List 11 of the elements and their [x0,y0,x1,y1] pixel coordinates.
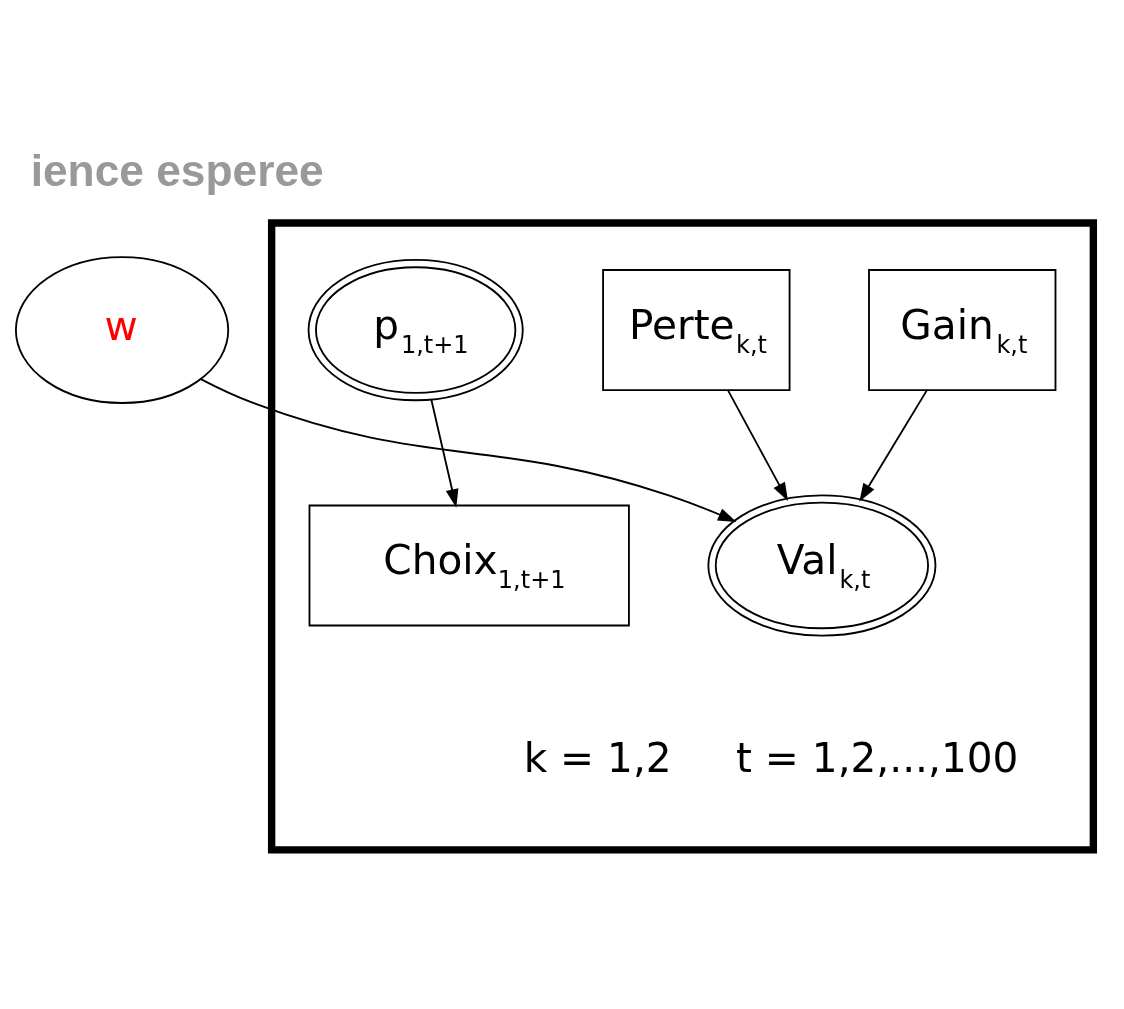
diagram-title: ience esperee [30,145,324,195]
arrow [727,388,789,501]
node-ellipse: Val$_{k,t}$ [707,493,937,637]
node-box: Gain$_{k,t}$ [868,268,1057,391]
node-ellipse: p$_{1,t+1}$ [307,258,524,401]
arrow [430,398,459,508]
arrow [199,377,737,522]
node-box: Choix$_{1,t+1}$ [308,504,630,626]
arrow [859,388,928,502]
node-ellipse: w [14,255,230,404]
node-box: Perte$_{k,t}$ [602,268,791,391]
